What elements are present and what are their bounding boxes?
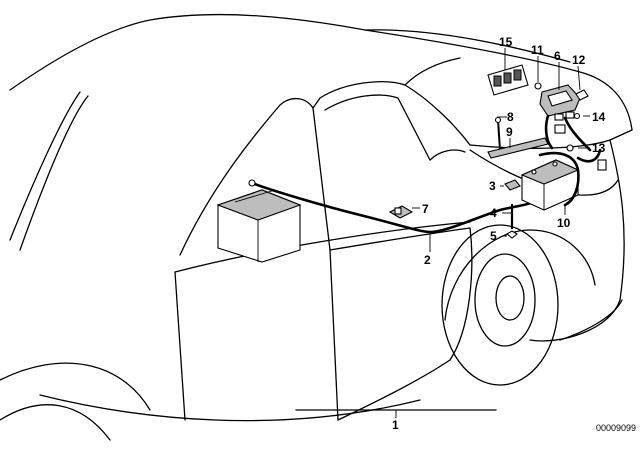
label-8: 8: [507, 110, 514, 124]
front-battery-box: [216, 189, 302, 263]
label-4: 4: [490, 206, 497, 220]
screw-11: [534, 82, 542, 90]
label-3: 3: [489, 179, 496, 193]
connector-13: [566, 144, 607, 171]
label-9: 9: [506, 125, 513, 139]
label-14: 14: [592, 110, 606, 124]
bracket-9: [487, 137, 549, 159]
label-15: 15: [499, 35, 513, 49]
connector-upper: [554, 124, 566, 134]
connector-14: [554, 111, 581, 121]
cable-clip-7: [388, 205, 414, 219]
label-13: 13: [592, 141, 606, 155]
leader-lines: [295, 48, 590, 418]
fuse-box-15: [487, 64, 529, 96]
nut-12: [575, 89, 589, 101]
bolt-8: [494, 116, 502, 151]
label-11: 11: [531, 43, 544, 57]
car-body-outline: [0, 13, 633, 441]
holder-3: [504, 179, 521, 191]
battery-cable-2: [250, 181, 547, 234]
nut-5: [506, 230, 518, 239]
label-7: 7: [422, 202, 429, 216]
label-12: 12: [572, 53, 586, 67]
label-5: 5: [490, 229, 497, 243]
label-6: 6: [554, 49, 561, 63]
reference-code: 00009099: [596, 423, 636, 433]
rear-battery: [520, 159, 580, 211]
battery-cable-10: [538, 151, 580, 207]
label-2: 2: [424, 253, 431, 267]
cable-terminal-front: [248, 179, 256, 187]
label-1: 1: [392, 418, 399, 432]
label-10: 10: [557, 216, 571, 230]
wire-harness-upper: [544, 114, 592, 152]
relay-box-6: [539, 84, 581, 117]
